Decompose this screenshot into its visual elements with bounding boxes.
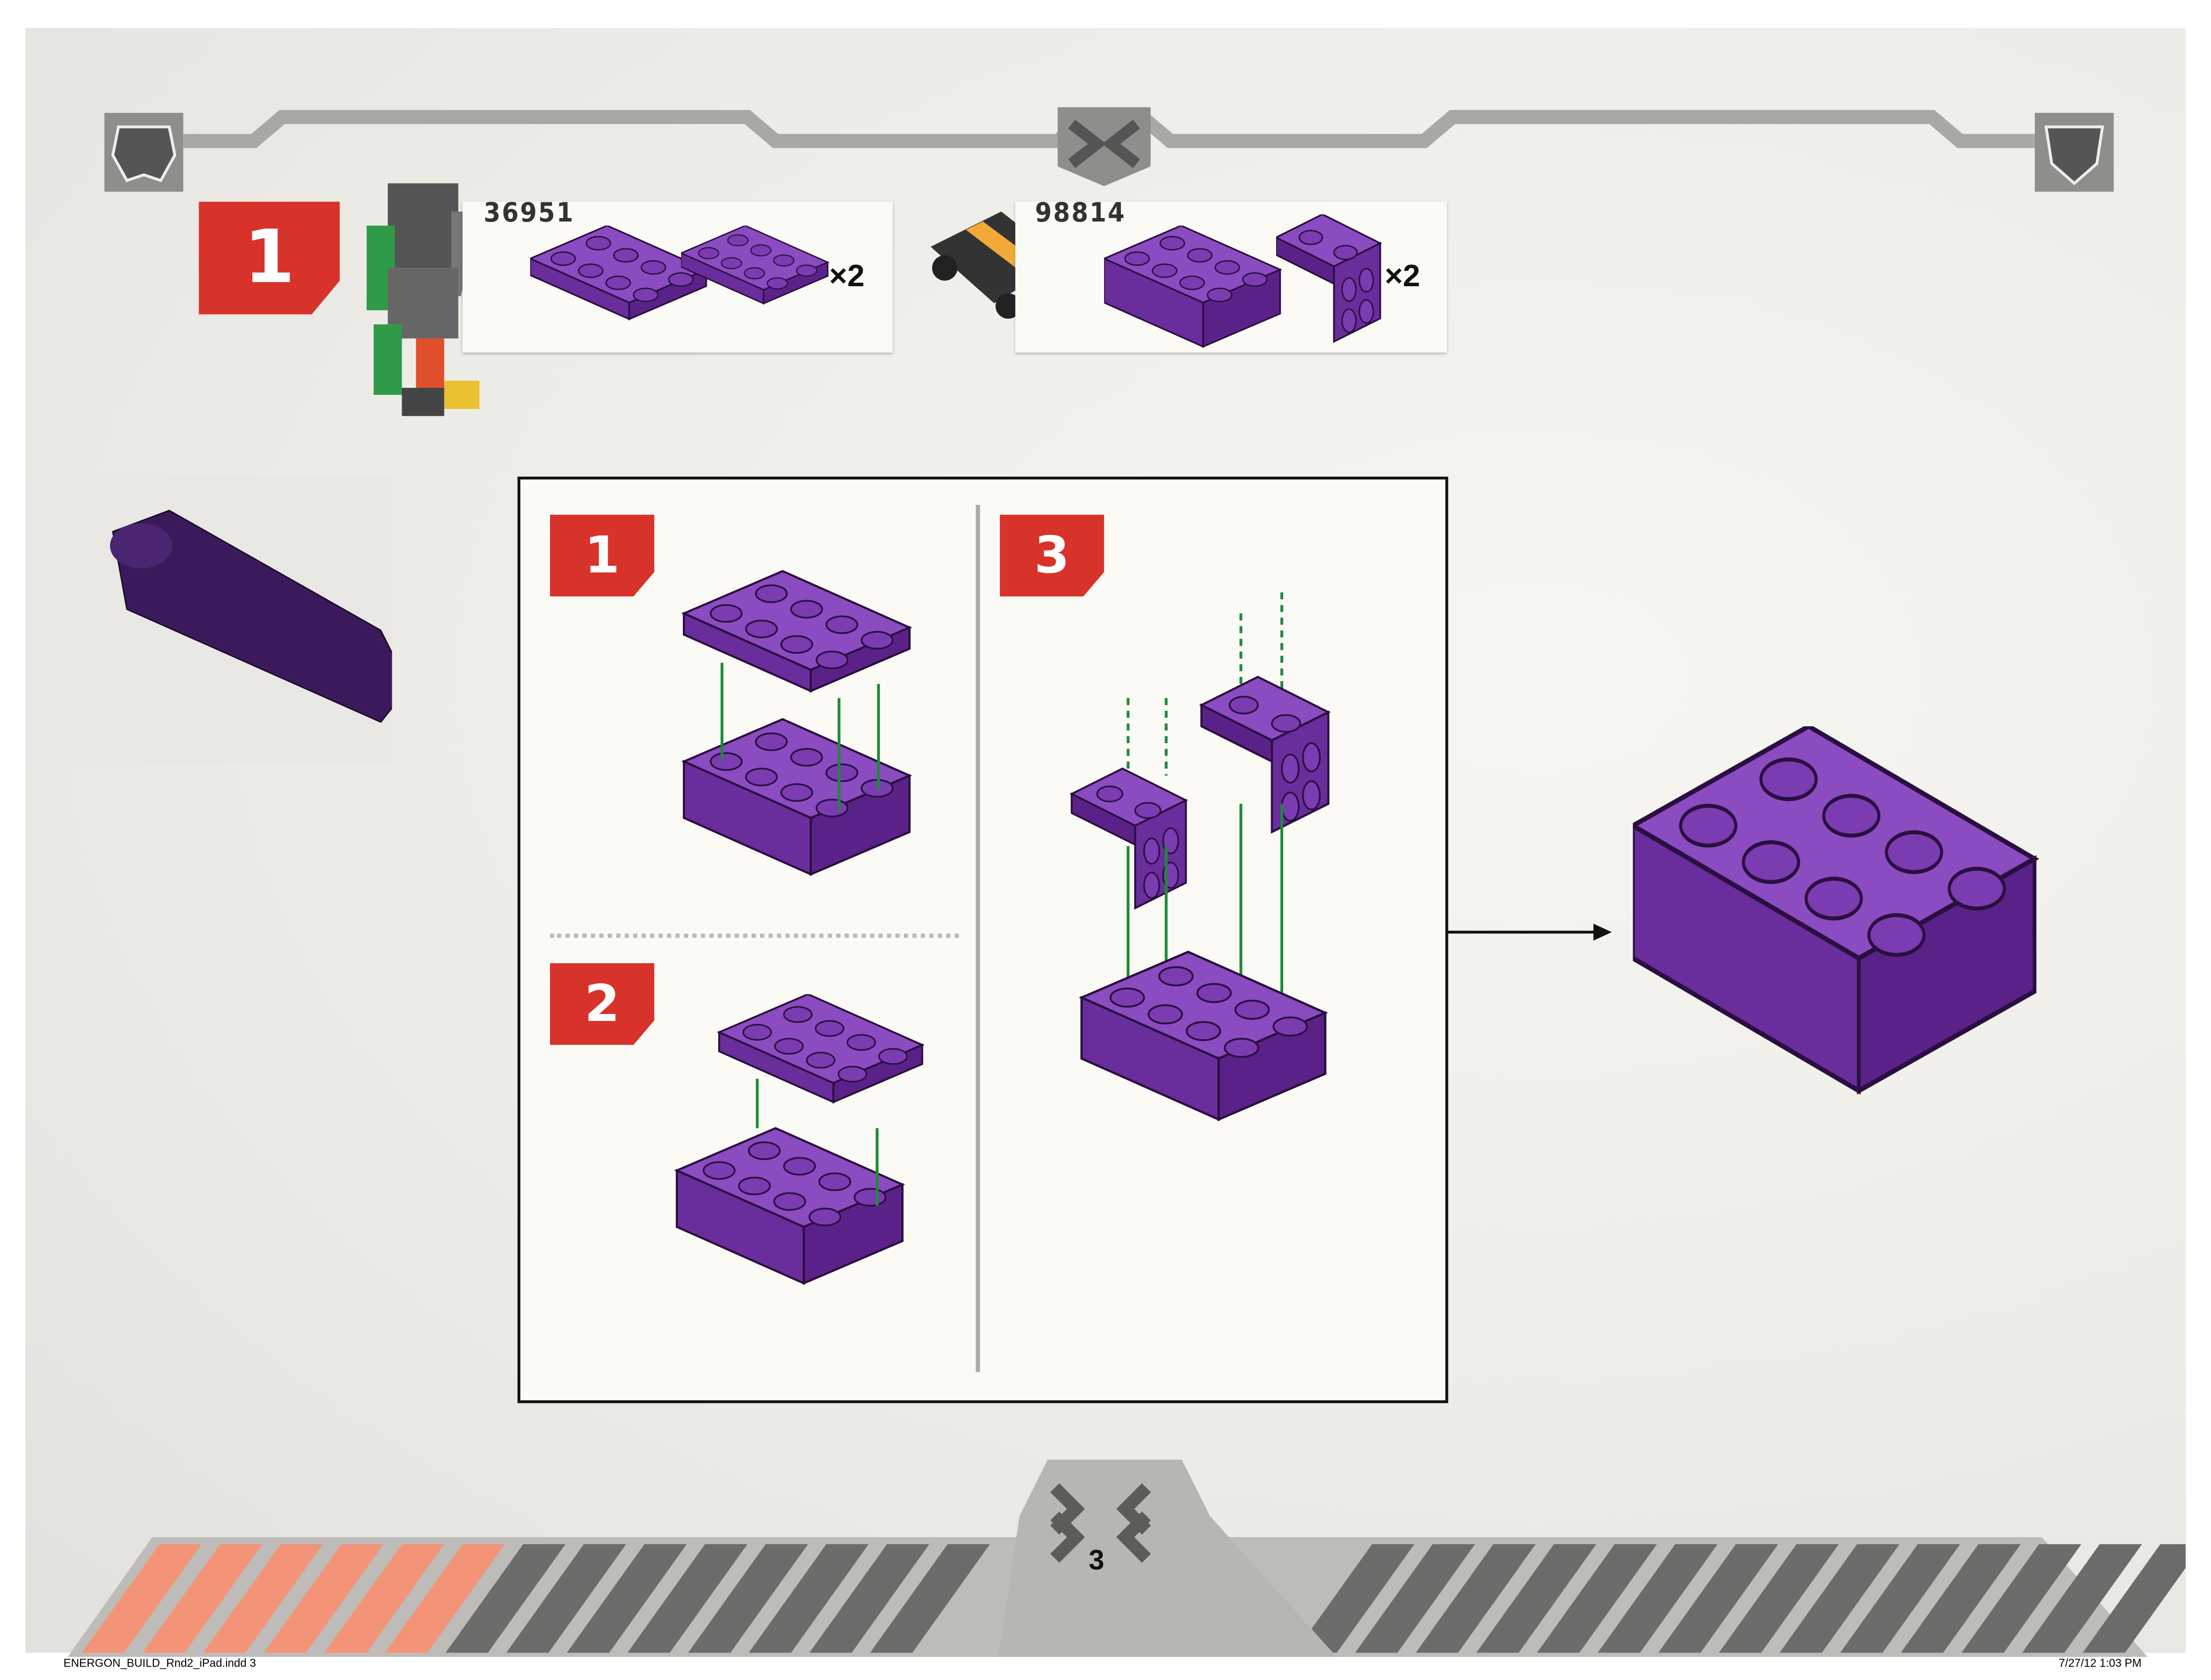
- footer-banner: [67, 1459, 2186, 1657]
- footer-stripe: [627, 1544, 748, 1653]
- footer-stripe: [263, 1544, 384, 1653]
- bracket-1x2-icon: [1276, 214, 1381, 342]
- substep-badge: 2: [550, 963, 655, 1045]
- divider: [976, 505, 980, 1372]
- footer-stripe: [870, 1544, 990, 1653]
- footer-stripe: [1416, 1544, 1536, 1653]
- autobot-logo-icon: [104, 112, 184, 192]
- footer-stripe: [506, 1544, 626, 1653]
- substep-2-illustration: [670, 994, 923, 1340]
- set-number: 36951: [483, 197, 575, 228]
- footer-stripe: [688, 1544, 808, 1653]
- substep-badge: 3: [999, 515, 1105, 597]
- footer-stripe: [1658, 1544, 1778, 1653]
- dotted-divider: [550, 933, 959, 938]
- brick-2x4-icon: [1104, 225, 1281, 348]
- footer-stripe: [203, 1544, 323, 1653]
- footer-stripe: [1355, 1544, 1475, 1653]
- result-arrow-icon: [1446, 923, 1612, 941]
- page-number: 3: [1089, 1545, 1105, 1577]
- footer-stripe: [82, 1544, 202, 1653]
- footer-stripe: [2083, 1544, 2186, 1653]
- step-number-badge: 1: [199, 202, 340, 315]
- footer-stripe: [1294, 1544, 1415, 1653]
- footer-stripe: [749, 1544, 869, 1653]
- footer-timestamp: 7/27/12 1:03 PM: [2059, 1657, 2142, 1670]
- footer-stripe: [1900, 1544, 2021, 1653]
- footer-stripe: [2022, 1544, 2142, 1653]
- footer-stripe: [1961, 1544, 2082, 1653]
- footer-stripe: [1476, 1544, 1596, 1653]
- footer-filename: ENERGON_BUILD_Rnd2_iPad.indd 3: [63, 1657, 256, 1670]
- footer-stripe: [1779, 1544, 1900, 1653]
- decepticon-logo-icon: [2035, 112, 2114, 192]
- footer-stripe: [1719, 1544, 1839, 1653]
- bracket-plate-icon: [681, 225, 829, 305]
- substep-3-illustration: [1071, 592, 1347, 1199]
- footer-stripe: [385, 1544, 505, 1653]
- chevron-emblem-icon: [1057, 107, 1151, 186]
- footer-stripe: [142, 1544, 262, 1653]
- completed-assembly-illustration: [1633, 726, 2042, 1107]
- quantity-label: ×2: [829, 258, 865, 294]
- footer-stripe: [445, 1544, 566, 1653]
- model-reference-photo: [28, 475, 410, 765]
- footer-stripe: [566, 1544, 687, 1653]
- footer-stripe: [1537, 1544, 1657, 1653]
- footer-stripe: [809, 1544, 929, 1653]
- substep-1-illustration: [677, 564, 931, 916]
- instruction-frame: [517, 476, 1448, 1403]
- substep-badge: 1: [550, 515, 655, 597]
- footer-stripe: [324, 1544, 444, 1653]
- footer-stripe: [1597, 1544, 1718, 1653]
- set-number: 98814: [1035, 197, 1126, 228]
- footer-stripe: [1840, 1544, 1960, 1653]
- quantity-label: ×2: [1385, 258, 1421, 294]
